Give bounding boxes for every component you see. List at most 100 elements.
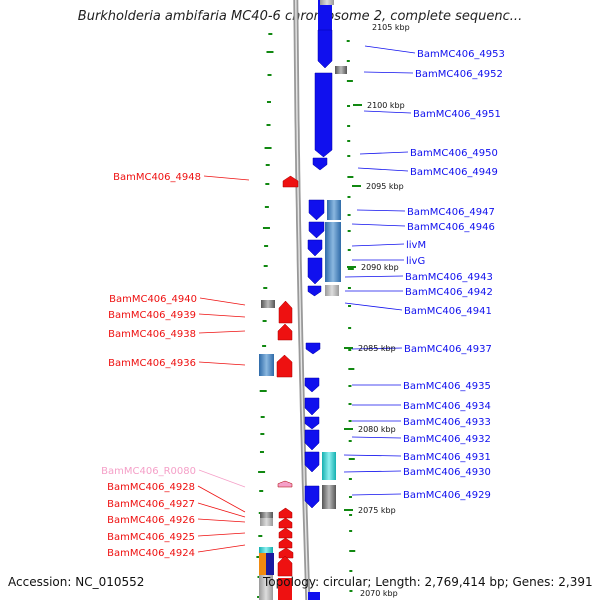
gc-marker-left (262, 320, 267, 322)
gene-block-lightgray (320, 0, 334, 5)
gc-marker-right (348, 478, 352, 480)
gc-marker-right (348, 349, 352, 351)
gc-marker-left (265, 183, 270, 185)
gene-label-reverse: BamMC406_4936 (108, 358, 196, 369)
gene-label-reverse: BamMC406_4924 (107, 548, 195, 559)
leader-line (356, 209, 406, 212)
gene-label-reverse: BamMC406_4948 (113, 172, 201, 183)
gene-block-gray (322, 485, 336, 509)
gc-marker-left (262, 227, 270, 229)
gene-label-reverse: BamMC406_4925 (107, 532, 195, 543)
gene-label-forward: BamMC406_4931 (403, 452, 491, 463)
gc-marker-right (347, 125, 351, 127)
gene-label-rna: BamMC406_R0080 (101, 466, 196, 477)
gc-marker-right (348, 385, 352, 387)
tick-label: 2095 kbp (366, 182, 404, 191)
gc-marker-left (259, 451, 264, 453)
gc-marker-right (349, 514, 353, 516)
gc-marker-right (347, 230, 351, 232)
gene-forward (308, 592, 320, 600)
gene-reverse (276, 354, 293, 378)
gene-label-forward: livG (406, 256, 425, 267)
gc-marker-left (263, 287, 268, 289)
leader-line (343, 470, 402, 473)
gene-label-reverse: BamMC406_4940 (109, 294, 197, 305)
gc-marker-right (349, 570, 353, 572)
gene-block-lightblue (259, 354, 274, 376)
gc-marker-left (258, 535, 263, 537)
gc-marker-right (348, 440, 352, 442)
gene-block-cyan (259, 547, 273, 553)
gc-marker-right (348, 420, 352, 422)
gene-forward (312, 157, 328, 171)
gene-forward (304, 377, 320, 393)
leader-line (364, 45, 416, 54)
gene-reverse (278, 547, 294, 559)
gc-marker-left (260, 433, 265, 435)
topology-label: Topology: circular; Length: 2,769,414 bp… (263, 575, 593, 589)
gene-label-forward: BamMC406_4929 (403, 490, 491, 501)
gc-marker-right (348, 327, 352, 329)
gene-forward (304, 397, 320, 416)
leader-line (198, 469, 246, 488)
tick-label-partial: 2105 kbp (372, 23, 410, 32)
gc-marker-right (346, 80, 353, 82)
gc-marker-right (348, 458, 355, 460)
gene-reverse (278, 527, 293, 539)
gene-label-forward: BamMC406_4943 (405, 272, 493, 283)
gc-marker-right (349, 550, 356, 552)
gene-block-lightblue (327, 200, 341, 220)
leader-line (197, 532, 246, 537)
gc-marker-left (268, 33, 273, 35)
accession-label: Accession: NC_010552 (8, 575, 145, 589)
leader-line (351, 243, 405, 247)
gc-marker-right (349, 590, 353, 592)
tick-label: 2085 kbp (358, 344, 396, 353)
gene-block-gray (260, 512, 273, 520)
tick-label-partial: 2070 kbp (360, 589, 398, 598)
gc-marker-left (263, 265, 268, 267)
gene-forward (318, 0, 332, 30)
leader-line (197, 502, 246, 518)
gc-marker-right (347, 105, 351, 107)
gene-label-forward: BamMC406_4952 (415, 69, 503, 80)
leader-line (351, 493, 402, 496)
leader-line (199, 297, 246, 306)
gene-reverse (278, 517, 293, 529)
gene-rna (277, 480, 293, 488)
gene-forward (308, 221, 325, 239)
gc-marker-left (265, 164, 270, 166)
gene-label-forward: BamMC406_4932 (403, 434, 491, 445)
gc-marker-left (264, 147, 272, 149)
gene-block-gray (261, 300, 275, 308)
gene-reverse (278, 300, 293, 324)
gene-label-reverse: BamMC406_4927 (107, 499, 195, 510)
gene-forward (307, 257, 323, 285)
gene-forward (305, 342, 321, 355)
gc-marker-right (347, 249, 351, 251)
leader-line (198, 361, 246, 366)
gc-marker-left (264, 206, 269, 208)
gc-marker-right (347, 196, 351, 198)
gene-label-forward: BamMC406_4950 (410, 148, 498, 159)
leader-line (359, 151, 409, 155)
gene-label-forward: BamMC406_4951 (413, 109, 501, 120)
gc-marker-left (258, 471, 266, 473)
gene-reverse (282, 175, 299, 188)
gc-marker-right (347, 287, 351, 289)
gene-reverse (277, 323, 293, 341)
gene-label-forward: BamMC406_4935 (403, 381, 491, 392)
tick-mark (352, 185, 361, 187)
tick-mark (344, 509, 353, 511)
gene-label-forward: BamMC406_4946 (407, 222, 495, 233)
gc-marker-right (347, 214, 351, 216)
gene-forward (307, 239, 323, 257)
gene-label-forward: BamMC406_4933 (403, 417, 491, 428)
gc-marker-left (267, 74, 272, 76)
gene-label-forward: BamMC406_4930 (403, 467, 491, 478)
gc-marker-right (347, 268, 354, 270)
gene-reverse (278, 537, 293, 549)
leader-line (197, 485, 246, 513)
backbone (293, 0, 311, 600)
